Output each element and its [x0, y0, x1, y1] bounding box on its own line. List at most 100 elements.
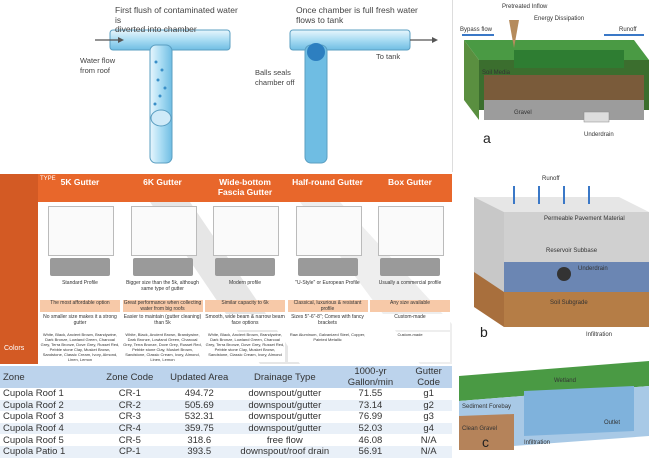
diagram-label: Gravel [514, 110, 532, 116]
gutter-profile: "U-Style" or European Profile [295, 280, 360, 286]
table-cell: 73.14 [335, 399, 406, 412]
table-cell: 46.08 [335, 434, 406, 446]
diagram-label: Underdrain [584, 132, 614, 138]
first-flush-illustration [95, 29, 438, 164]
diagram-label: Pretreated Inflow [502, 4, 548, 10]
type-label: TYPE [40, 176, 56, 182]
table-cell: CR-1 [95, 388, 165, 400]
gutter-note-secondary: Sizes 5"-6"-8"; Comes with fancy bracket… [287, 314, 368, 330]
table-cell: free flow [234, 434, 336, 446]
gutter-colors: Custom-made [370, 332, 450, 362]
gutter-note-primary: Any size available [370, 300, 450, 312]
label-to-tank: To tank [376, 52, 401, 61]
gutter-product-image [215, 258, 275, 276]
table-cell: downspout/gutter [234, 422, 336, 435]
header-zone: Zone [0, 366, 96, 388]
gutter-profile-sketch [295, 206, 362, 256]
gutter-title: 6K Gutter [143, 177, 182, 187]
gutter-profile-sketch [378, 206, 444, 256]
diagram-label: Infiltration [524, 440, 551, 446]
gutter-colors: White, Black, Ancient Brown, Brandywine,… [40, 332, 120, 362]
table-cell: Cupola Roof 5 [0, 434, 96, 446]
diagram-label: Soil Subgrade [550, 300, 588, 306]
table-cell: N/A [405, 445, 452, 458]
table-cell: g3 [405, 411, 452, 423]
gutter-note-primary: Great performance when collecting water … [122, 300, 203, 312]
gutter-profile: Bigger size than the 5k, although same t… [126, 280, 199, 292]
gutter-title: Box Gutter [388, 177, 432, 187]
gutter-title: Wide-bottom Fascia Gutter [217, 177, 273, 197]
gutter-title: Half-round Gutter [292, 177, 363, 187]
label-ball-seal: Balls seals chamber off [255, 68, 295, 87]
gutter-note-primary: Similar capacity to 6k [205, 300, 285, 312]
diagram-label: Underdrain [578, 266, 608, 272]
gutter-title: 5K Gutter [60, 177, 100, 187]
zone-table: Zone Zone Code Updated Area Drainage Typ… [0, 366, 452, 458]
table-cell: 71.55 [335, 388, 406, 400]
table-cell: 76.99 [335, 411, 406, 423]
gutter-profile: Standard Profile [62, 280, 98, 286]
table-cell: 56.91 [335, 445, 406, 458]
diagram-label: Sediment Forebay [462, 404, 512, 410]
table-cell: Cupola Roof 2 [0, 399, 96, 412]
table-cell: downspout/gutter [234, 411, 336, 423]
gutter-product-image [132, 258, 193, 276]
table-cell: 318.6 [164, 434, 234, 446]
gutter-product-image [297, 258, 358, 276]
diagram-label: Runoff [619, 27, 637, 33]
table-cell: Cupola Patio 1 [0, 445, 96, 458]
diagram-label: Wetland [554, 378, 576, 384]
gutter-note-secondary: Smooth, wide beam & narrow beam face opt… [205, 314, 285, 330]
table-cell: g1 [405, 388, 452, 400]
gutter-product-image [50, 258, 110, 276]
zone-drainage-table: Zone Zone Code Updated Area Drainage Typ… [0, 366, 452, 458]
table-cell: downspout/roof drain [234, 445, 336, 458]
gutter-profile: Modern profile [229, 280, 261, 286]
diagram-label: Runoff [542, 176, 560, 182]
panel-letter-a: a [483, 130, 491, 146]
table-cell: g2 [405, 399, 452, 412]
table-header-row: Zone Zone Code Updated Area Drainage Typ… [0, 366, 452, 388]
gutter-note-secondary: Custom-made [370, 314, 450, 330]
table-cell: 505.69 [164, 399, 234, 412]
diagram-label: Reservoir Subbase [546, 248, 598, 254]
diagram-label: Permeable Pavement Material [544, 216, 625, 222]
header-updated-area: Updated Area [164, 366, 234, 388]
diagram-label: Soil Media [482, 70, 511, 76]
table-cell: 359.75 [164, 422, 234, 435]
permeable-pavement-illustration [474, 186, 649, 327]
gutter-note-secondary: No smaller size makes it a strong gutter [40, 314, 120, 330]
gutter-note-primary: The most affordable option [40, 300, 120, 312]
gutter-product-image [380, 258, 440, 276]
diagram-label: Infiltration [586, 332, 613, 338]
gutter-colors: White, Black, Ancient Brown, Brandywine,… [205, 332, 285, 362]
header-drainage-type: Drainage Type [234, 366, 336, 388]
table-cell: CP-1 [95, 445, 165, 458]
panel-letter-b: b [480, 324, 488, 340]
diagram-label: Energy Dissipation [534, 16, 585, 22]
colors-row-label: Colors [4, 345, 25, 352]
gutter-note-primary: Classical, luxurious & resistant profile [287, 300, 368, 312]
gutter-colors: White, Black, Ancient Brown, Brandywine,… [122, 332, 203, 362]
header-zone-code: Zone Code [95, 366, 165, 388]
header-gallon-min: 1000-yr Gallon/min [335, 366, 406, 388]
header-gutter-code: Gutter Code [405, 366, 452, 388]
diagram-label: Clean Gravel [462, 426, 498, 432]
gutter-note-secondary: Easier to maintain (gutter cleaning) tha… [122, 314, 203, 330]
table-cell: CR-3 [95, 411, 165, 423]
table-cell: 494.72 [164, 388, 234, 400]
table-cell: CR-5 [95, 434, 165, 446]
table-cell: CR-2 [95, 399, 165, 412]
diagram-label: Bypass flow [460, 27, 493, 33]
gutter-profile-sketch [48, 206, 114, 256]
table-cell: Cupola Roof 4 [0, 422, 96, 435]
table-cell: Cupola Roof 1 [0, 388, 96, 400]
gutter-profile-sketch [213, 206, 279, 256]
label-water-inflow: Water flow from roof [80, 56, 116, 75]
